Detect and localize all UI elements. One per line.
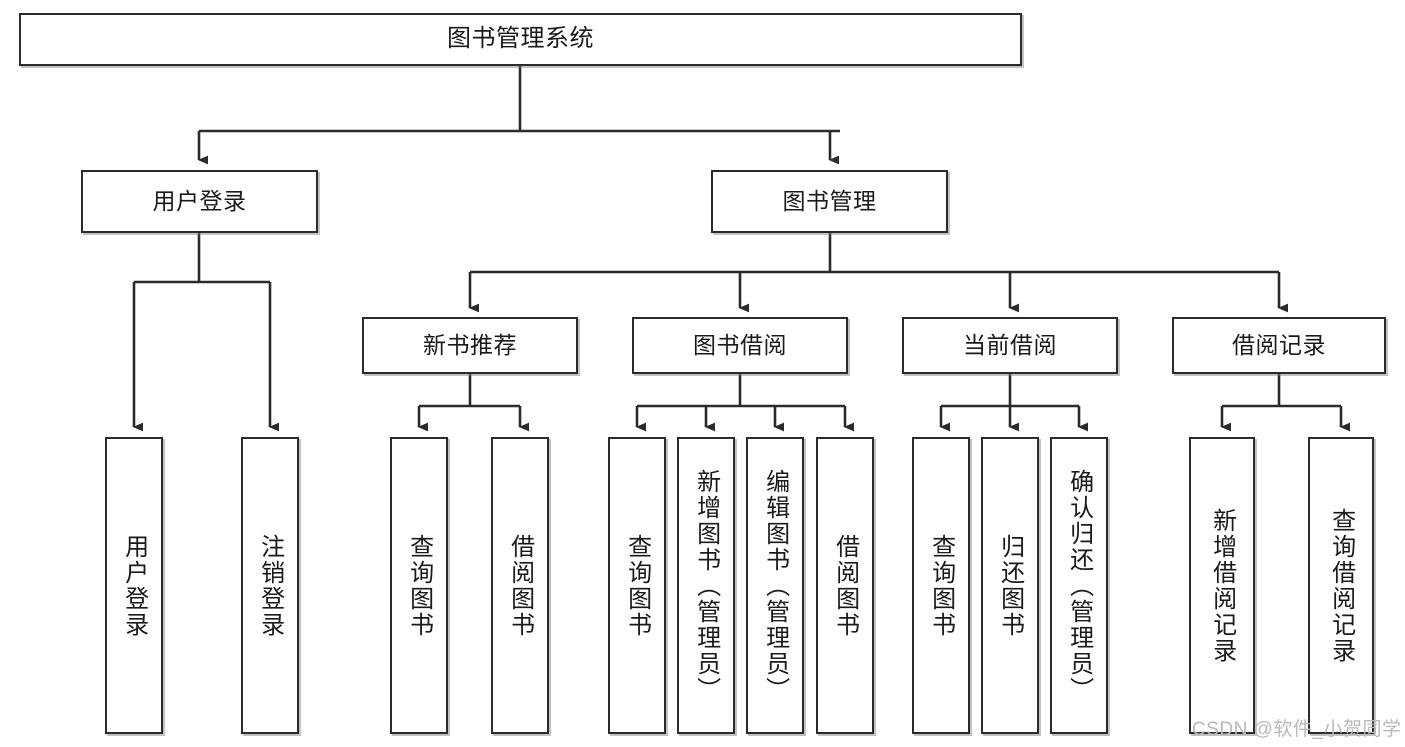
leaf-query-book-recommend-label: 查询图书 [405, 533, 433, 638]
node-current-borrow[interactable]: 当前借阅 [902, 317, 1118, 374]
watermark-credit: CSDN @软件_小贺同学 [1192, 719, 1402, 740]
leaf-query-book-borrow-label: 查询图书 [623, 533, 651, 638]
node-book-management-label: 图书管理 [782, 187, 877, 214]
leaf-query-book-current-label: 查询图书 [927, 533, 955, 638]
leaf-query-book-recommend[interactable]: 查询图书 [390, 437, 448, 734]
leaf-query-borrow-record[interactable]: 查询借阅记录 [1308, 437, 1374, 734]
leaf-query-book-current[interactable]: 查询图书 [912, 437, 970, 734]
leaf-confirm-return-admin[interactable]: 确认归还（管理员） [1050, 437, 1108, 734]
leaf-query-book-borrow[interactable]: 查询图书 [608, 437, 666, 734]
node-root-label: 图书管理系统 [447, 25, 594, 53]
leaf-edit-book-admin[interactable]: 编辑图书（管理员） [746, 437, 804, 734]
node-user-login-label: 用户登录 [152, 187, 247, 214]
leaf-borrow-book[interactable]: 借阅图书 [816, 437, 874, 734]
leaf-logout-label: 注销登录 [256, 533, 284, 638]
leaf-return-book-label: 归还图书 [996, 533, 1024, 638]
node-user-login[interactable]: 用户登录 [81, 170, 318, 233]
node-root[interactable]: 图书管理系统 [19, 13, 1022, 66]
leaf-add-borrow-record-label: 新增借阅记录 [1208, 507, 1236, 664]
leaf-return-book[interactable]: 归还图书 [981, 437, 1039, 734]
leaf-add-book-admin[interactable]: 新增图书（管理员） [677, 437, 735, 734]
leaf-add-book-admin-label: 新增图书（管理员） [692, 468, 720, 703]
leaf-borrow-book-recommend-label: 借阅图书 [506, 533, 534, 638]
node-new-book-recommend-label: 新书推荐 [423, 331, 517, 358]
node-book-management[interactable]: 图书管理 [711, 170, 948, 233]
node-borrow-record[interactable]: 借阅记录 [1172, 317, 1386, 374]
leaf-confirm-return-admin-label: 确认归还（管理员） [1065, 468, 1093, 703]
leaf-query-borrow-record-label: 查询借阅记录 [1327, 507, 1355, 664]
node-new-book-recommend[interactable]: 新书推荐 [362, 317, 578, 374]
node-book-borrow-label: 图书借阅 [693, 331, 787, 358]
node-current-borrow-label: 当前借阅 [963, 331, 1057, 358]
leaf-logout[interactable]: 注销登录 [241, 437, 299, 734]
node-book-borrow[interactable]: 图书借阅 [632, 317, 848, 374]
leaf-borrow-book-recommend[interactable]: 借阅图书 [491, 437, 549, 734]
leaf-borrow-book-label: 借阅图书 [831, 533, 859, 638]
leaf-edit-book-admin-label: 编辑图书（管理员） [761, 468, 789, 703]
leaf-add-borrow-record[interactable]: 新增借阅记录 [1189, 437, 1255, 734]
leaf-user-login-label: 用户登录 [120, 533, 148, 638]
leaf-user-login[interactable]: 用户登录 [105, 437, 163, 734]
node-borrow-record-label: 借阅记录 [1232, 331, 1326, 358]
